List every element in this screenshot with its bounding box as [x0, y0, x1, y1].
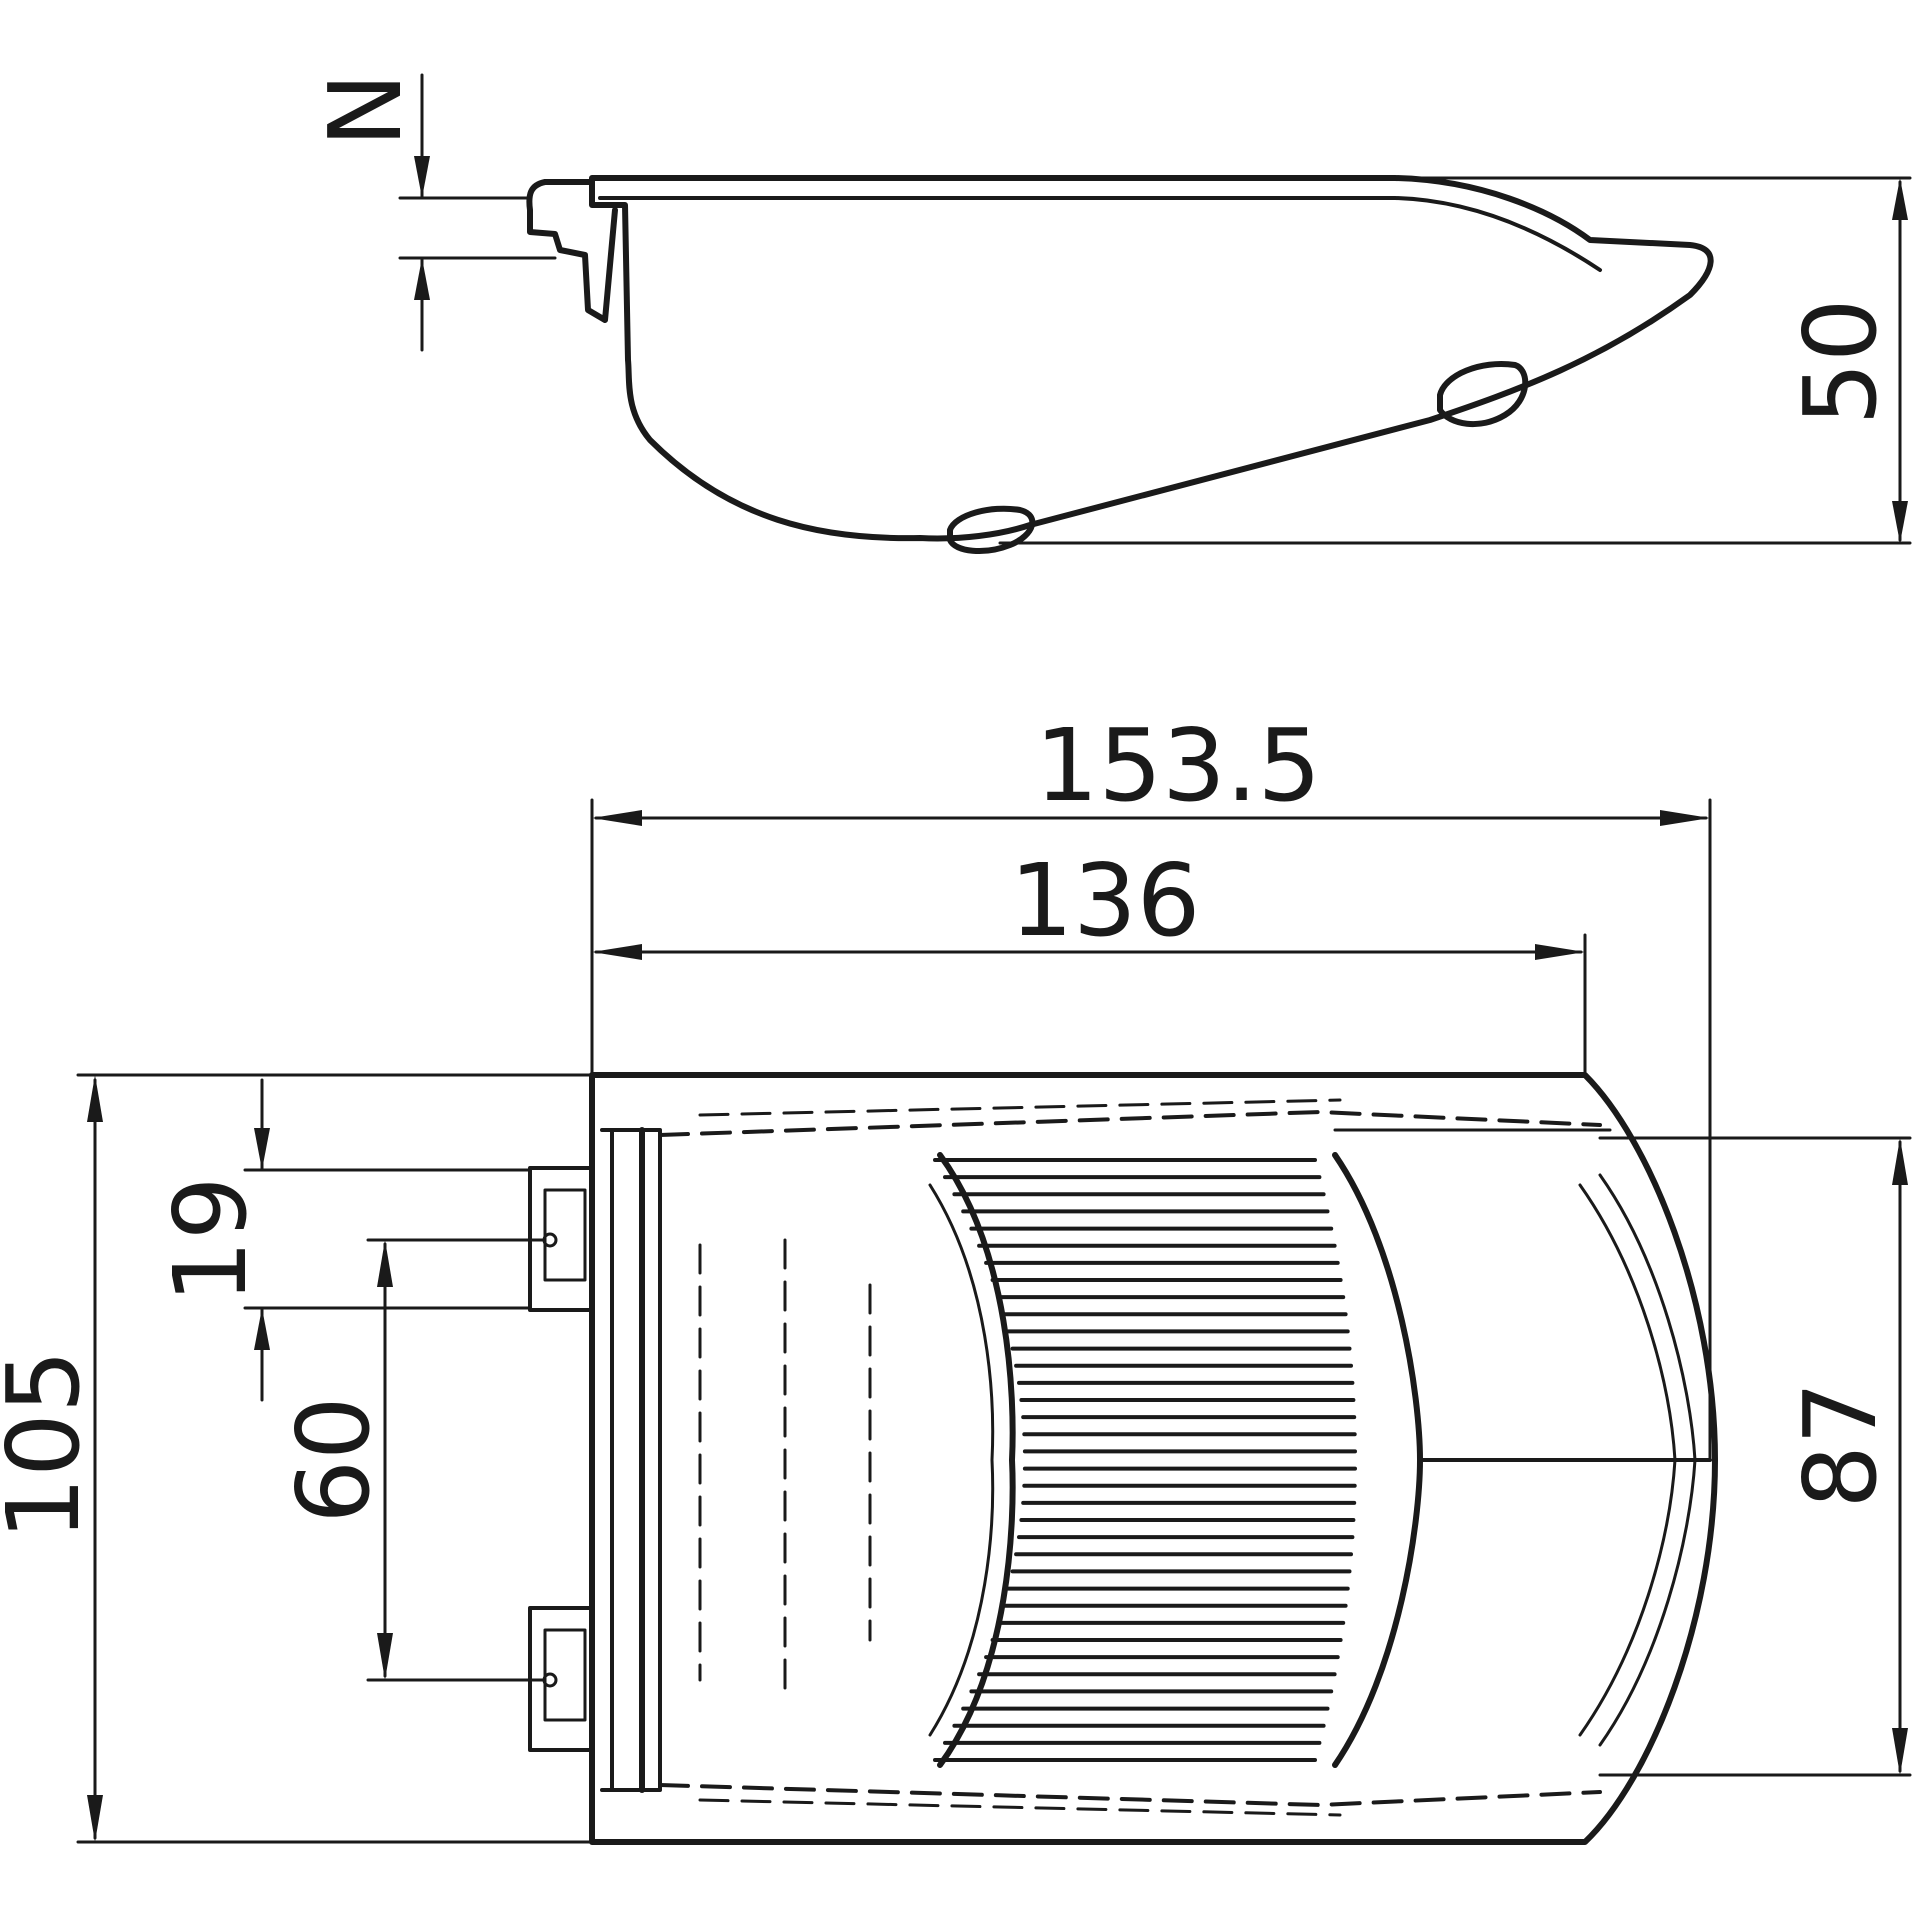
dim-136-arrow-left: [592, 944, 642, 960]
dim-153-arrow-left: [592, 810, 642, 826]
dim-105-label: 105: [0, 1350, 102, 1541]
dim-87-arrow-bottom: [1892, 1728, 1908, 1775]
dim-136-label: 136: [1010, 842, 1201, 959]
top-view-lens-arc-left: [937, 1152, 1016, 1768]
dim-87-arrow-top: [1892, 1138, 1908, 1185]
top-view-lens-arc-right: [1332, 1152, 1423, 1768]
dim-19-arrow-bottom: [254, 1308, 270, 1350]
side-view-foot-front: [1437, 361, 1529, 428]
side-view-mounting-clip: [526, 179, 618, 323]
dim-50-label: 50: [1782, 298, 1899, 425]
dim-105-arrow-top: [87, 1075, 103, 1122]
side-view-housing-outline: [589, 175, 1714, 542]
dim-60-label: 60: [275, 1396, 392, 1523]
side-view-foot-rear: [947, 505, 1036, 554]
top-view-dashed-outline-2: [698, 1098, 1342, 1817]
side-view-rim-line: [598, 196, 1602, 272]
dim-153-label: 153.5: [1035, 707, 1321, 824]
top-view-housing-outline: [589, 1072, 1718, 1845]
top-view-lens-arc-left-inner: [928, 1183, 995, 1737]
dim-n-label: N: [307, 73, 424, 148]
dim-60-arrow-bottom: [377, 1633, 393, 1680]
dim-153-arrow-right: [1660, 810, 1710, 826]
side-view: 50 N: [307, 73, 1912, 554]
dim-136-arrow-right: [1535, 944, 1585, 960]
dim-19-label: 19: [152, 1176, 269, 1303]
dim-n-arrow-bottom: [414, 258, 430, 300]
dim-87-label: 87: [1782, 1381, 1899, 1508]
dim-50-arrow-bottom: [1892, 501, 1908, 543]
top-view-rear-rail-cap: [600, 1128, 662, 1792]
dim-19-arrow-top: [254, 1128, 270, 1170]
dim-105-arrow-bottom: [87, 1795, 103, 1842]
dim-n-arrow-top: [414, 156, 430, 198]
top-view-dashed-outline: [658, 1110, 1602, 1807]
dim-60-arrow-top: [377, 1240, 393, 1287]
top-view-louver-grid: [933, 1158, 1357, 1762]
dim-50-arrow-top: [1892, 178, 1908, 220]
top-view: 153.5 136 105 87 60 19: [0, 707, 1912, 1845]
